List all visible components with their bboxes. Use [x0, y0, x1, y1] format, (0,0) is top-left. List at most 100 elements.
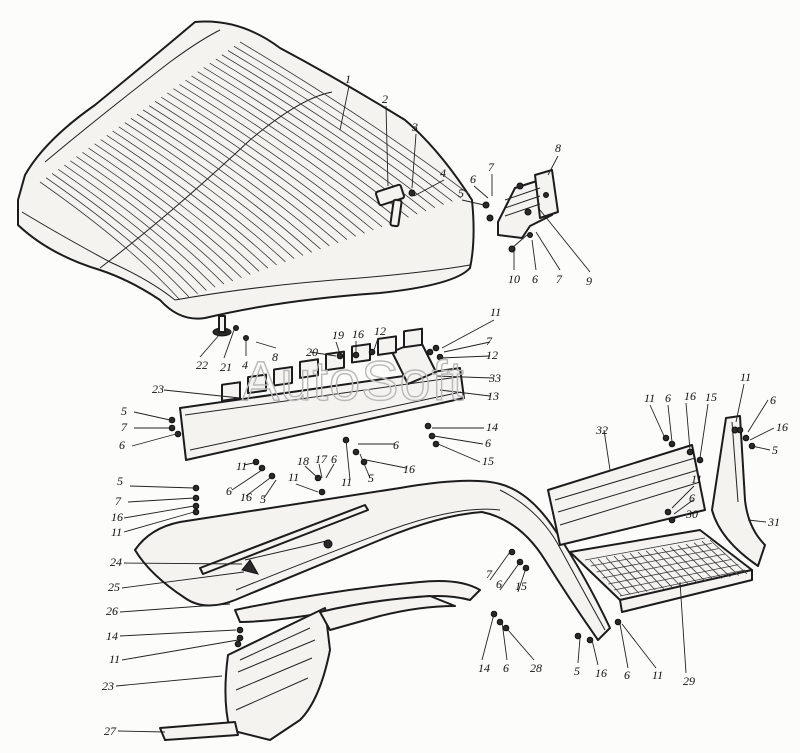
fastener	[424, 422, 432, 430]
callout-11: 11	[740, 370, 751, 384]
callout-6: 6	[624, 668, 630, 682]
callout-8: 8	[555, 141, 561, 155]
leader-line	[119, 603, 231, 613]
callout-6: 6	[331, 452, 337, 466]
fastener	[352, 448, 360, 456]
callout-6: 6	[532, 272, 538, 286]
fastener	[436, 353, 444, 361]
running-board	[547, 444, 753, 613]
leader-line	[121, 639, 239, 661]
callout-7: 7	[486, 567, 493, 581]
callout-32: 32	[595, 423, 608, 437]
leader-line	[435, 375, 493, 379]
callout-6: 6	[226, 484, 232, 498]
bolt-head	[508, 245, 516, 253]
callout-11: 11	[109, 652, 120, 666]
leader-line	[325, 463, 335, 479]
callout-21: 21	[220, 360, 232, 374]
leader-line	[231, 469, 263, 491]
callout-9: 9	[586, 274, 592, 288]
leader-line	[385, 105, 389, 187]
callout-15: 15	[482, 454, 494, 468]
leader-line	[577, 637, 581, 664]
leader-line	[671, 485, 695, 509]
leader-line	[507, 629, 535, 661]
callout-25: 25	[108, 580, 120, 594]
leader-line	[441, 319, 495, 349]
callout-13: 13	[487, 389, 499, 403]
callout-5: 5	[772, 443, 778, 457]
leader-line	[365, 459, 407, 469]
callout-16: 16	[352, 327, 364, 341]
fender-rod	[244, 539, 331, 561]
callout-4: 4	[440, 166, 446, 180]
callout-1: 1	[345, 72, 351, 86]
leader-line	[621, 623, 657, 669]
leader-line	[699, 403, 709, 459]
washer	[527, 232, 533, 238]
callout-14: 14	[486, 420, 498, 434]
callout-16: 16	[403, 462, 415, 476]
callout-6: 6	[770, 393, 776, 407]
inner-splash-panel	[159, 595, 456, 741]
callout-31: 31	[767, 515, 780, 529]
callout-11: 11	[341, 475, 352, 489]
leader-line	[669, 513, 689, 521]
hood-hinge-assembly	[482, 169, 559, 253]
callout-7: 7	[488, 160, 495, 174]
hinge-rivet	[543, 192, 549, 198]
leader-line	[123, 562, 243, 565]
rod-grommet	[241, 559, 260, 575]
callout-11: 11	[691, 472, 702, 486]
leader-line	[115, 675, 223, 687]
fastener	[352, 351, 360, 359]
leader-line	[131, 433, 177, 447]
fastener	[664, 508, 672, 516]
fastener	[736, 426, 744, 434]
callout-11: 11	[644, 391, 655, 405]
callout-11: 11	[236, 459, 247, 473]
hood-panel	[17, 20, 475, 320]
callout-19: 19	[332, 328, 344, 342]
fastener	[426, 348, 434, 356]
hinge-rivet	[524, 208, 532, 216]
callout-3: 3	[411, 120, 418, 134]
callout-20: 20	[306, 345, 318, 359]
leader-line	[473, 185, 489, 199]
leader-line	[499, 561, 521, 591]
leader-line	[163, 389, 241, 399]
fastener	[236, 626, 244, 634]
leader-line	[667, 404, 673, 443]
fastener	[586, 636, 594, 644]
leader-line	[751, 445, 771, 451]
fastener	[168, 416, 176, 424]
leader-line	[539, 209, 591, 273]
callout-30: 30	[685, 507, 698, 521]
fastener	[686, 448, 694, 456]
leader-line	[129, 485, 195, 489]
leader-line	[685, 402, 691, 451]
leader-line	[117, 730, 166, 733]
leader-line	[439, 355, 491, 359]
callout-16: 16	[684, 389, 696, 403]
callout-17: 17	[315, 452, 328, 466]
fastener	[236, 634, 244, 642]
leader-line	[439, 389, 491, 397]
leader-line	[245, 477, 271, 497]
callout-18: 18	[297, 454, 309, 468]
hinge-bolt-10	[511, 234, 528, 249]
leader-line	[547, 155, 559, 176]
fastener	[502, 624, 510, 632]
callout-12: 12	[486, 348, 498, 362]
leader-line	[123, 505, 195, 519]
leader-line	[535, 231, 561, 271]
leader-line	[255, 341, 277, 349]
fastener	[662, 434, 670, 442]
fastener	[234, 640, 242, 648]
callout-27: 27	[104, 724, 117, 738]
leader-line	[591, 639, 599, 666]
leader-line	[673, 499, 694, 515]
fastener	[496, 618, 504, 626]
leader-line	[318, 463, 323, 479]
leader-line	[345, 439, 351, 481]
